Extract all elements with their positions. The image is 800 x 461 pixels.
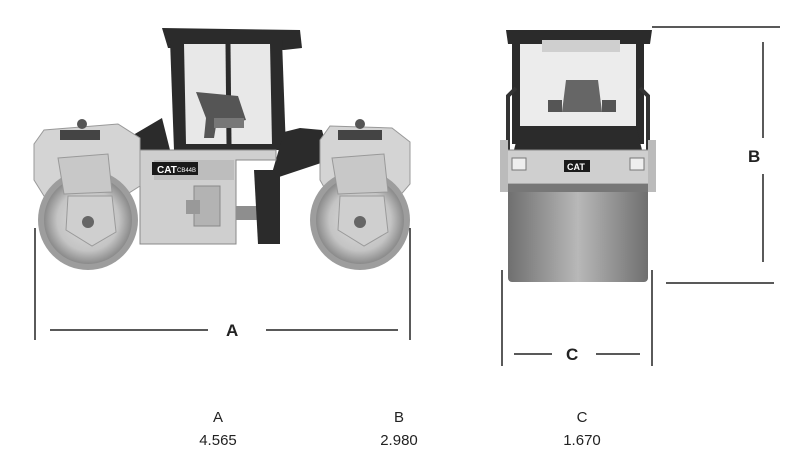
dimension-value: 1.670 [563,432,601,449]
dimension-header: B [393,409,404,426]
dimension-value: 4.565 [199,432,237,449]
side-logo-text: CAT [157,165,177,176]
front-cat-logo [564,160,590,172]
front-drum [508,188,648,282]
side-model-text: CB44B [177,168,196,174]
front-operator-seat [562,80,602,112]
side-front-hood [270,128,330,180]
front-logo-text: CAT [567,162,585,172]
dimension-a [34,228,411,340]
front-view: CAT [500,30,656,282]
dimension-col-c: C 1.670 [542,406,622,452]
dimension-b [652,26,780,284]
dimension-table: A 4.565 B 2.980 C 1.670 [0,406,800,456]
side-operator-seat [196,92,246,138]
side-cat-logo [152,162,198,175]
dimension-header: A [212,409,223,426]
dim-b-letter: B [748,147,760,166]
dimension-col-b: B 2.980 [359,406,439,452]
dimension-c [501,270,653,366]
side-view: CAT CB44B [33,28,411,270]
dim-c-letter: C [566,345,578,364]
dimension-value: 2.980 [380,432,418,449]
dimension-header: C [576,409,588,426]
dimension-col-a: A 4.565 [178,406,258,452]
dim-a-letter: A [226,321,238,340]
